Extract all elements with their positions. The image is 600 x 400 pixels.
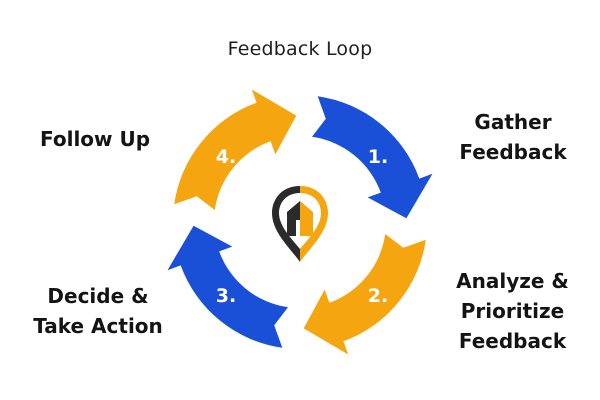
step-3-label-line: Decide & [47,284,149,308]
step-1-arrow: 1. [312,96,433,219]
step-3-label-line: Take Action [33,314,163,338]
step-4-number: 4. [216,146,236,168]
step-2-label-line: Prioritize [460,299,565,323]
pin-logo-icon [272,186,328,262]
step-1-label-line: Feedback [459,140,567,164]
arrow-shape [167,225,288,348]
arrow-shape [303,234,426,355]
step-1-number: 1. [368,146,388,168]
step-3-number: 3. [216,285,236,307]
step-2-number: 2. [368,285,388,307]
step-4-label: Follow Up [40,124,170,154]
step-3-label: Decide & Take Action [18,281,178,341]
step-3-arrow: 3. [167,225,288,348]
step-2-label: Analyze & Prioritize Feedback [425,266,600,356]
step-1-label-line: Gather [474,110,552,134]
step-1-label: Gather Feedback [438,107,588,167]
arrow-shape [312,96,433,219]
step-2-label-line: Analyze & [456,269,569,293]
step-4-label-line: Follow Up [40,127,151,151]
diagram-title: Feedback Loop [227,38,373,60]
step-2-label-line: Feedback [458,329,567,353]
step-2-arrow: 2. [303,234,426,355]
arrow-shape [174,89,297,210]
step-4-arrow: 4. [174,89,297,210]
